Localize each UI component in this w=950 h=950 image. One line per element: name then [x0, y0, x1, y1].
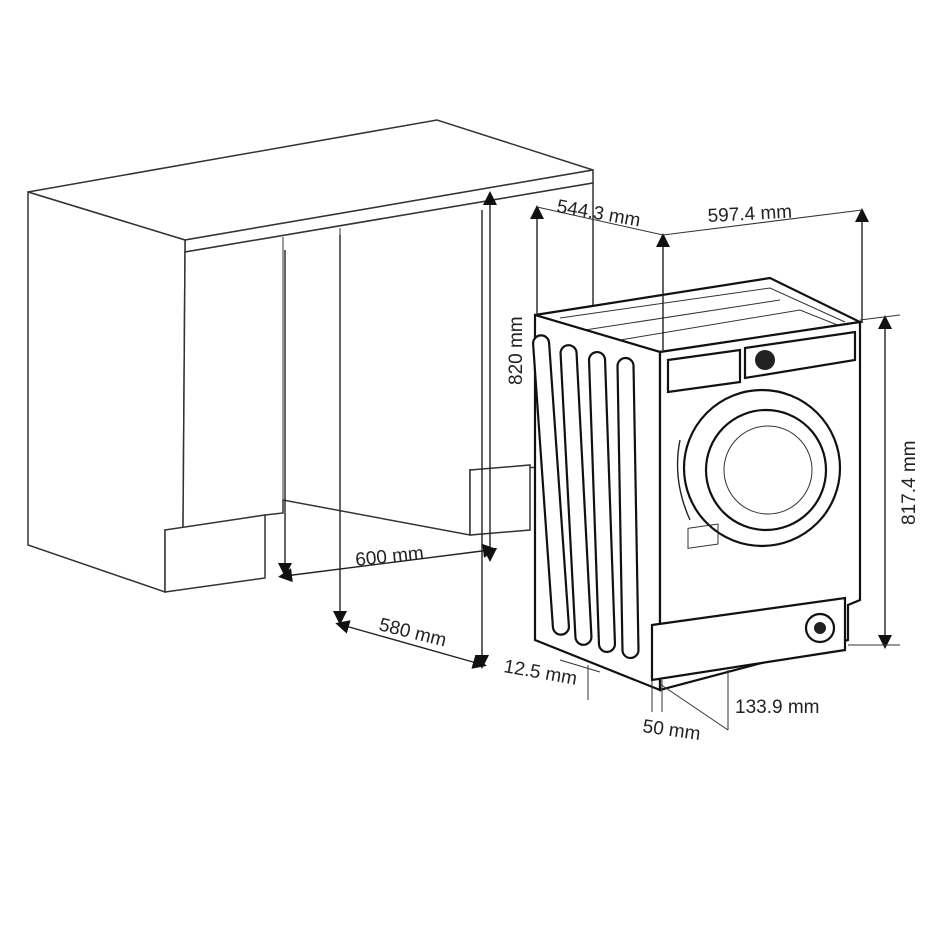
side-ribs: [531, 334, 640, 660]
feet-clearance-label: 12.5 mm: [502, 656, 578, 690]
niche-depth-label: 580 mm: [377, 614, 449, 651]
machine-width-label: 597.4 mm: [707, 202, 792, 227]
machine-height-label: 817.4 mm: [899, 441, 920, 525]
dimension-lines: [278, 191, 901, 731]
plinth-height-label: 133.9 mm: [735, 697, 819, 718]
cabinet-height-label: 820 mm: [506, 316, 527, 385]
plinth-offset-label: 50 mm: [641, 716, 701, 745]
washing-machine: [531, 276, 864, 692]
niche-width-label: 600 mm: [354, 543, 424, 571]
